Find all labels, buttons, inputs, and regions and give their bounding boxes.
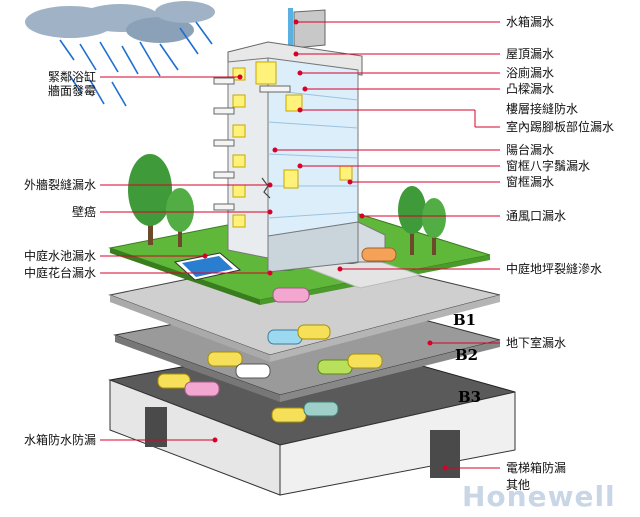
label-other: 其他 — [506, 478, 531, 492]
label-bathtub-wall-mold: 緊鄰浴缸 牆面發霉 — [16, 70, 96, 98]
label-bathroom-leak: 浴廁漏水 — [506, 66, 555, 80]
label-tank-waterproofing: 水箱防水防漏 — [23, 433, 96, 447]
label-efflorescence: 壁癌 — [71, 205, 96, 219]
level-b2-label: B2 — [455, 346, 479, 364]
label-window-frame-leak: 窗框漏水 — [506, 175, 555, 189]
label-water-tank-leak: 水箱漏水 — [506, 15, 555, 29]
label-basement-leak: 地下室漏水 — [506, 336, 567, 350]
label-courtyard-floor-crack-leak: 中庭地坪裂縫滲水 — [506, 262, 603, 276]
crack-icon — [261, 177, 271, 199]
rain-cloud-icon — [25, 1, 215, 107]
label-bathtub-wall-mold-line1: 緊鄰浴缸 — [47, 70, 96, 84]
label-courtyard-pool-leak: 中庭水池漏水 — [23, 249, 96, 263]
label-bay-window-leak: 凸樑漏水 — [506, 82, 555, 96]
label-window-frame-crack-leak: 窗框八字鬚漏水 — [506, 159, 591, 173]
label-skirting-leak: 室內踢腳板部位漏水 — [506, 120, 615, 134]
level-b1-label: B1 — [453, 311, 477, 329]
label-elevator-pit-waterproofing: 電梯箱防漏 — [506, 461, 567, 475]
label-roof-leak: 屋頂漏水 — [506, 47, 555, 61]
label-vent-leak: 通風口漏水 — [506, 209, 567, 223]
building — [213, 8, 386, 273]
label-exterior-wall-crack-leak: 外牆裂縫漏水 — [23, 178, 96, 192]
car-icon — [157, 247, 397, 423]
label-floor-joint-waterproofing: 樓層接縫防水 — [506, 102, 579, 116]
level-b3-label: B3 — [458, 388, 482, 406]
brand-watermark: Honewell — [462, 480, 616, 513]
leader-lines — [100, 19, 500, 471]
label-balcony-leak: 陽台漏水 — [506, 143, 555, 157]
label-courtyard-planter-leak: 中庭花台漏水 — [23, 266, 96, 280]
label-bathtub-wall-mold-line2: 牆面發霉 — [47, 84, 96, 98]
